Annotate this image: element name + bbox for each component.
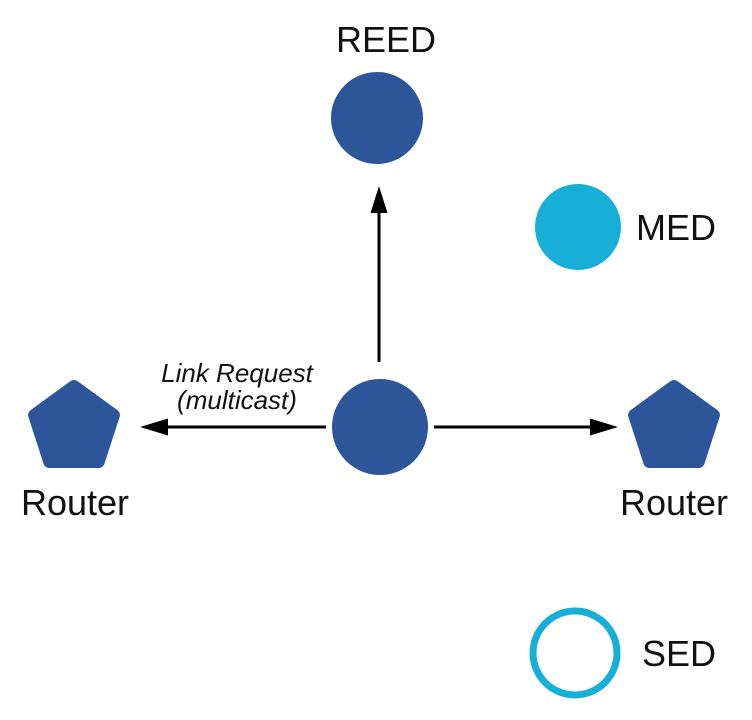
router-left-label: Router [20, 482, 130, 523]
arrow-up-head-icon [370, 186, 388, 213]
arrow-right-head-icon [590, 418, 618, 436]
sed-label: SED [642, 633, 717, 674]
arrow-up [370, 186, 388, 362]
reed-label: REED [335, 19, 437, 60]
center-node-icon [332, 379, 428, 475]
med-node-icon [535, 184, 621, 270]
link-request-line2: (multicast) [177, 385, 297, 415]
router-left-node-icon [28, 380, 120, 468]
router-right-node-icon [628, 380, 720, 468]
router-right-label: Router [619, 482, 729, 523]
arrow-left [140, 418, 326, 436]
arrow-right [434, 418, 618, 436]
link-request-line1: Link Request [161, 358, 313, 388]
link-request-annotation: Link Request (multicast) [161, 360, 313, 414]
reed-node-icon [331, 72, 423, 164]
sed-node-icon [529, 607, 621, 699]
med-label: MED [636, 207, 716, 248]
arrow-left-head-icon [140, 418, 168, 436]
